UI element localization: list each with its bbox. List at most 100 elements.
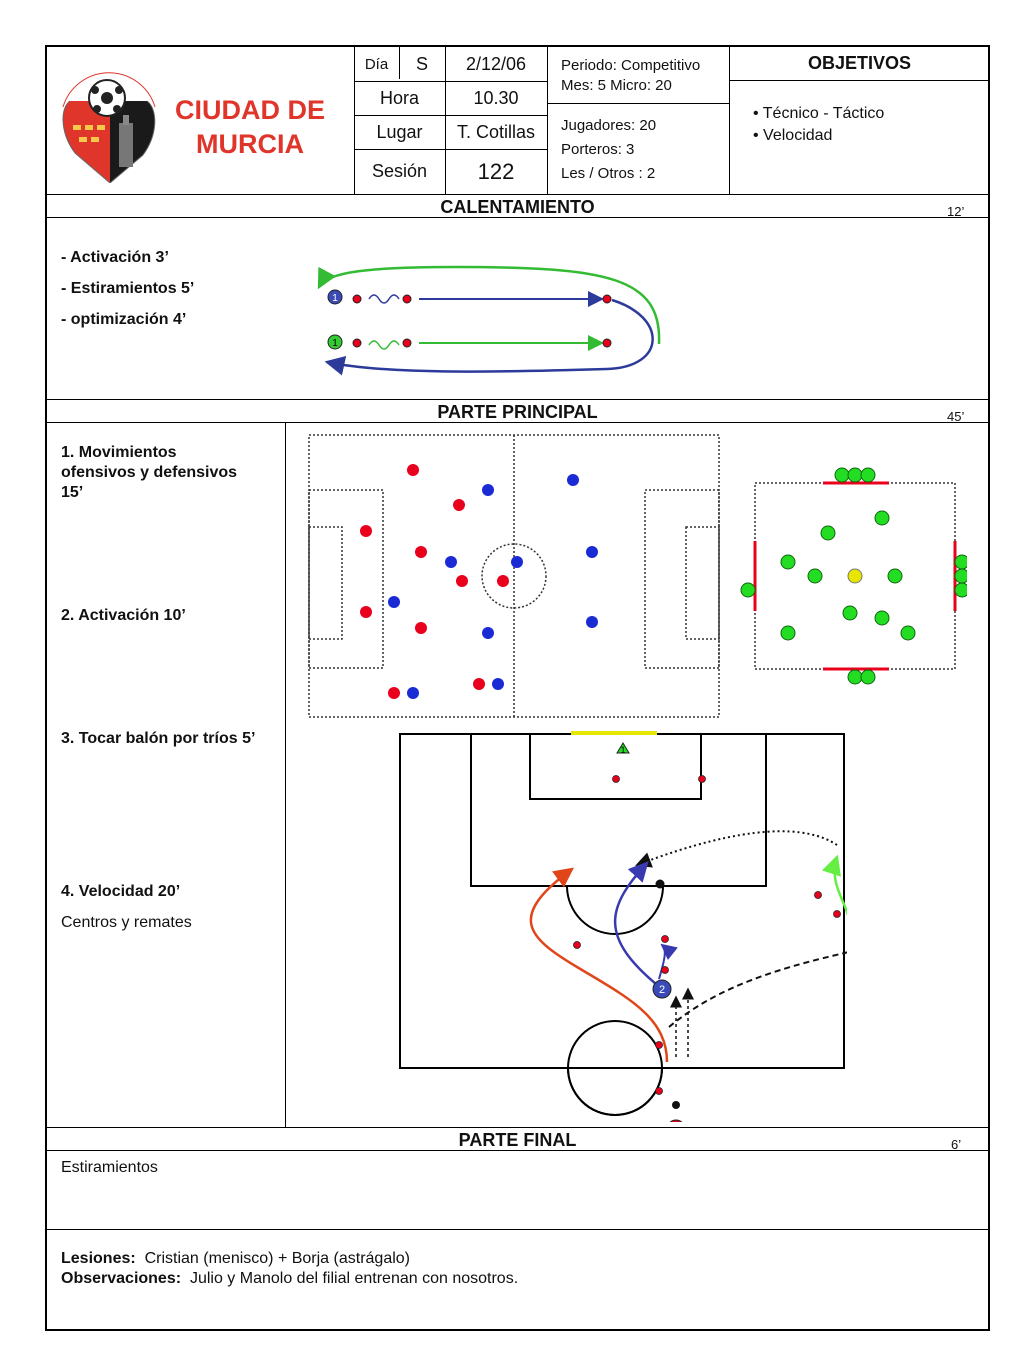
run-arrow-blue: [613, 861, 663, 990]
jugadores-text: Jugadores: 20: [561, 117, 657, 134]
player-green: [780, 554, 796, 570]
run-arrow-orange: [529, 867, 669, 1063]
divider: [47, 217, 990, 218]
cone: [661, 966, 669, 974]
cone: [612, 775, 620, 783]
objetivos-title: OBJETIVOS: [807, 53, 912, 73]
periodo-text: Periodo: Competitivo: [561, 57, 701, 74]
cone: [655, 1041, 663, 1049]
divider: [354, 47, 355, 194]
objetivo-item: Técnico - Táctico: [753, 105, 885, 123]
dribble-blue: [368, 294, 400, 304]
club-name-line2: MURCIA: [196, 129, 304, 159]
turn-arrow-blue: [658, 943, 678, 980]
player-blue: [445, 556, 457, 568]
cone: [661, 935, 669, 943]
cone: [352, 338, 362, 348]
player-2-blue: [652, 979, 672, 999]
goal-area-left: [308, 526, 343, 640]
player-blue: [482, 627, 494, 639]
pass-arrow: [668, 951, 847, 1028]
dribble-green: [368, 340, 400, 350]
pitch-diagram-1: [308, 434, 720, 718]
objetivo-item: Velocidad: [753, 127, 884, 145]
warmup-item: - Activación 3’: [61, 249, 169, 266]
main-time: 45’: [947, 409, 965, 424]
centre-circle: [481, 543, 547, 609]
warmup-item: - Estiramientos 5’: [61, 280, 195, 297]
club-name: CIUDAD DE MURCIA: [175, 93, 325, 161]
player-number: 1: [620, 745, 625, 755]
lesiones-label: Lesiones:: [61, 1250, 136, 1267]
divider: [47, 1229, 990, 1230]
main-item-1-line: 1. Movimientos: [61, 444, 177, 461]
divider: [47, 194, 990, 195]
player-red: [388, 687, 400, 699]
player-green: [860, 467, 876, 483]
divider: [47, 1150, 990, 1151]
return-arrow-blue: [324, 298, 654, 376]
player-number: 1: [332, 338, 338, 349]
cone: [352, 294, 362, 304]
player-green: [847, 467, 863, 483]
main-item-4-sub: Centros y remates: [61, 914, 192, 931]
main-item-4: 4. Velocidad 20’: [61, 883, 181, 900]
dia-value: S: [415, 53, 428, 74]
player-green: [954, 582, 967, 598]
player-yellow-joker: [847, 568, 863, 584]
cone: [402, 338, 412, 348]
dia-label: Día: [364, 55, 389, 73]
pitch-diagram-2: [740, 467, 967, 685]
divider: [445, 47, 446, 194]
warmup-diagram: 1 1: [317, 265, 661, 376]
cone: [833, 910, 841, 918]
hora-label: Hora: [379, 87, 419, 108]
divider: [729, 47, 730, 194]
half-pitch-outline: [399, 733, 845, 1069]
ball: [655, 879, 665, 889]
cone: [698, 775, 706, 783]
player-green: [874, 510, 890, 526]
player-green: [900, 625, 916, 641]
lesiones-row: Lesiones: Cristian (menisco) + Borja (as…: [61, 1250, 410, 1268]
main-item-1-line: ofensivos y defensivos: [61, 464, 238, 481]
main-title: PARTE PRINCIPAL: [437, 402, 598, 422]
cone: [602, 294, 612, 304]
date-value: 2/12/06: [465, 53, 527, 74]
player-green: [327, 334, 343, 350]
objetivos-list: Técnico - Táctico Velocidad: [753, 105, 885, 145]
penalty-area-right: [644, 489, 720, 669]
player-blue: [567, 474, 579, 486]
player-1-red: [669, 1119, 683, 1122]
player-blue: [407, 687, 419, 699]
player-red: [473, 678, 485, 690]
cone: [655, 1087, 663, 1095]
main-item-1-line: 15’: [61, 484, 84, 501]
main-item-3: 3. Tocar balón por tríos 5’: [61, 730, 256, 747]
divider: [285, 422, 286, 1127]
player-red: [497, 575, 509, 587]
player-green: [780, 625, 796, 641]
club-logo: [62, 72, 156, 183]
player-red: [456, 575, 468, 587]
cross-arrow: [635, 830, 838, 868]
divider: [547, 103, 729, 104]
porteros-text: Porteros: 3: [561, 141, 635, 158]
pitch-diagram-3: 1 2 1 1: [399, 731, 847, 1122]
player-number: 1: [332, 293, 338, 304]
observaciones-label: Observaciones:: [61, 1270, 182, 1287]
divider: [47, 1127, 990, 1128]
player-blue: [511, 556, 523, 568]
player-blue: [388, 596, 400, 608]
warmup-item: - optimización 4’: [61, 311, 187, 328]
penalty-arc: [566, 885, 664, 935]
sesion-label: Sesión: [371, 161, 428, 181]
observaciones-row: Observaciones: Julio y Manolo del filial…: [61, 1270, 518, 1288]
lugar-label: Lugar: [376, 121, 423, 142]
mes-micro-text: Mes: 5 Micro: 20: [561, 77, 672, 94]
goal-area: [529, 733, 702, 800]
player-red: [453, 499, 465, 511]
final-time: 6’: [951, 1137, 962, 1152]
cone: [602, 338, 612, 348]
goalkeeper-triangle: [616, 742, 630, 754]
